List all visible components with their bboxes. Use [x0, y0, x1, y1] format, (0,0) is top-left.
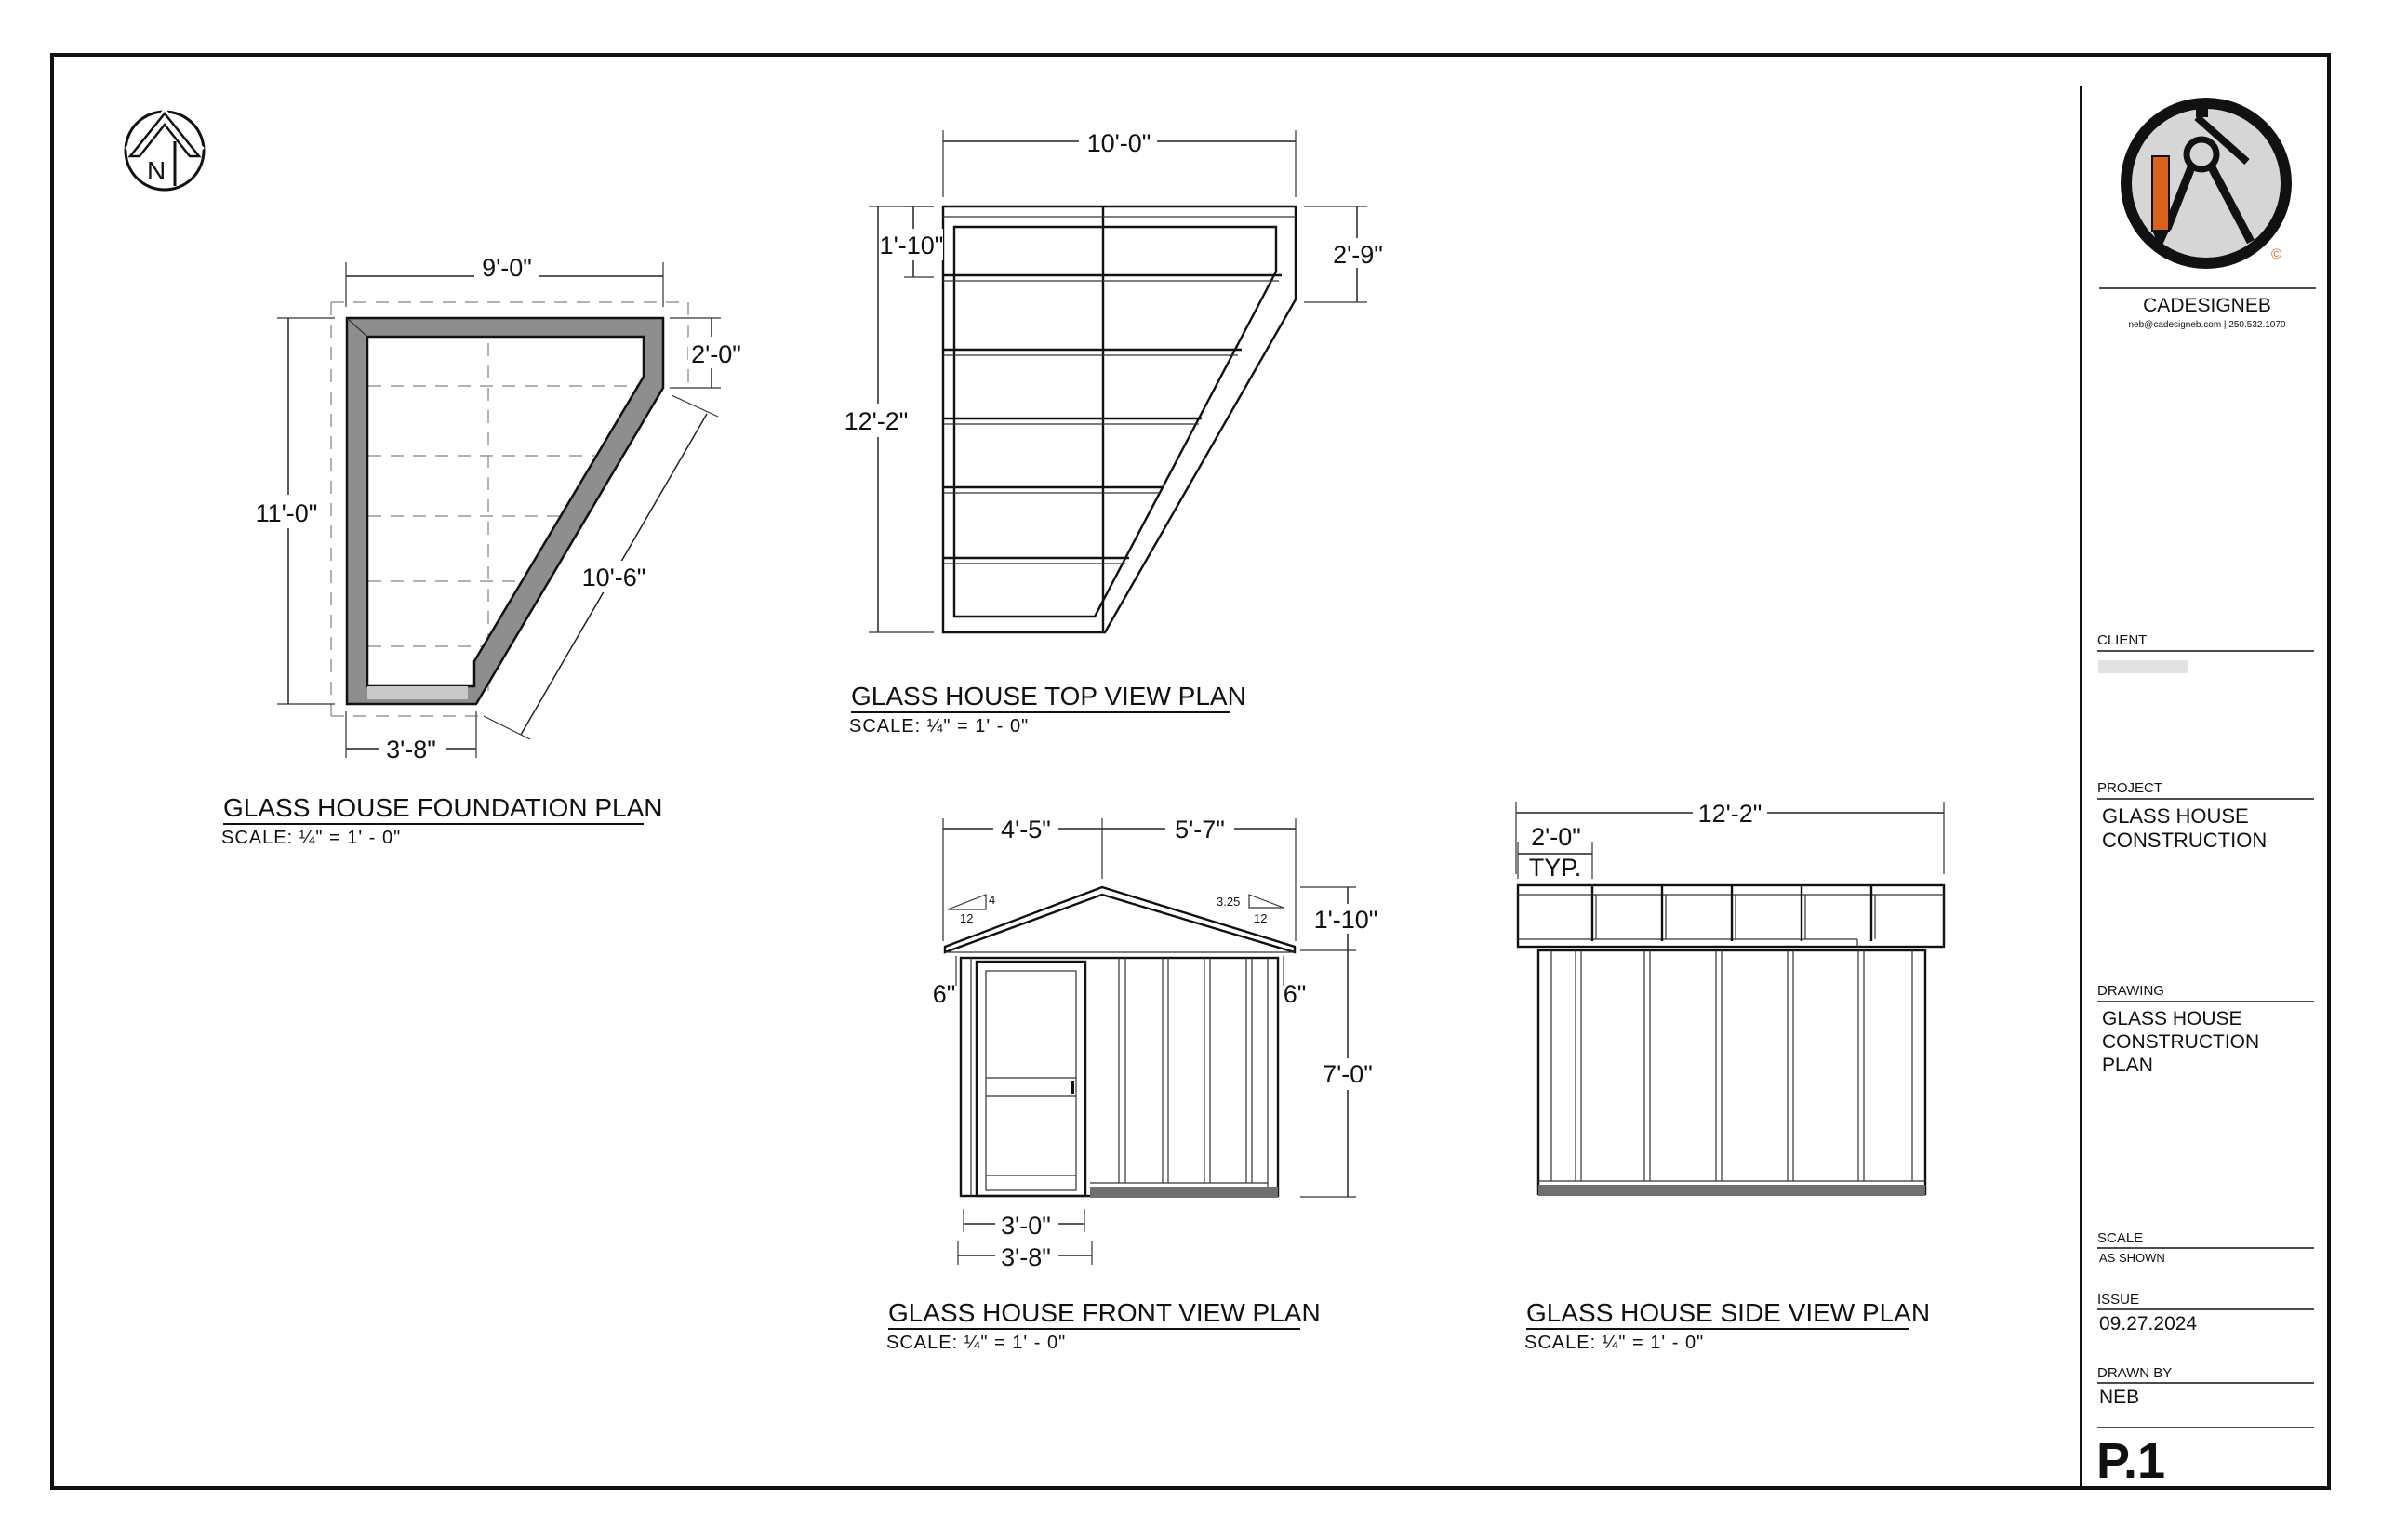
company-contact: neb@cadesigneb.com | 250.532.1070	[2129, 320, 2286, 330]
dim-top-view-right: 2'-9"	[1333, 241, 1383, 269]
north-letter: N	[147, 156, 166, 185]
dim-side-spacing-note: TYP.	[1529, 854, 1582, 882]
pitch-right: 3.25 12	[1217, 894, 1284, 925]
project-label: PROJECT	[2097, 780, 2162, 796]
scale-label: SCALE	[2097, 1230, 2143, 1246]
top-view-scale: SCALE: ¼" = 1' - 0"	[849, 716, 1029, 737]
side-sill	[1538, 1185, 1925, 1196]
top-view-outline	[941, 205, 1297, 634]
front-view-scale: SCALE: ¼" = 1' - 0"	[886, 1333, 1066, 1353]
top-view-title: GLASS HOUSE TOP VIEW PLAN	[851, 682, 1246, 710]
drawing-line-2: CONSTRUCTION	[2102, 1031, 2259, 1053]
dim-foundation-top: 9'-0"	[482, 254, 532, 282]
dim-top-view-left: 12'-2"	[845, 407, 909, 435]
front-view-plan: 4 12 3.25 12 4'-5" 5'-7" 1'-10" 7'-0" 6"	[886, 813, 1380, 1353]
client-name-redacted	[2098, 660, 2188, 673]
svg-text:12: 12	[1254, 911, 1267, 925]
drawn-by-value: NEB	[2099, 1387, 2139, 1408]
foundation-footing	[367, 686, 468, 699]
svg-text:12: 12	[960, 911, 973, 925]
sheet-number: P.1	[2096, 1433, 2165, 1489]
drawn-by-label: DRAWN BY	[2097, 1365, 2172, 1381]
scale-value: AS SHOWN	[2099, 1251, 2165, 1265]
svg-text:4: 4	[989, 893, 995, 907]
issue-label: ISSUE	[2097, 1292, 2139, 1308]
project-line-2: CONSTRUCTION	[2102, 829, 2267, 852]
dim-side-spacing: 2'-0"	[1531, 823, 1581, 851]
front-view-title: GLASS HOUSE FRONT VIEW PLAN	[888, 1298, 1321, 1327]
project-line-1: GLASS HOUSE	[2102, 804, 2249, 828]
dim-front-top-right: 5'-7"	[1175, 816, 1225, 843]
north-arrow-icon: N	[124, 108, 206, 192]
side-view-dims: 12'-2" 2'-0" TYP.	[1515, 798, 1945, 882]
side-view-scale: SCALE: ¼" = 1' - 0"	[1524, 1333, 1704, 1353]
front-sill	[1090, 1187, 1278, 1198]
side-studs	[1538, 950, 1925, 1182]
top-view-plan: 10'-0" 1'-10" 12'-2" 2'-9" GLASS HOUSE T…	[842, 126, 1388, 737]
titleblock: © CADESIGNEB neb@cadesigneb.com | 250.53…	[2096, 98, 2316, 1489]
dim-front-overhang-left: 6"	[933, 980, 956, 1008]
top-view-dims: 10'-0" 1'-10" 12'-2" 2'-9"	[842, 126, 1388, 633]
dim-front-roof-height: 1'-10"	[1314, 906, 1378, 934]
dim-top-view-top: 10'-0"	[1087, 129, 1151, 157]
dim-front-overhang-right: 6"	[1284, 980, 1307, 1008]
top-view-purlins	[943, 273, 1282, 564]
company-name: CADESIGNEB	[2143, 295, 2271, 316]
foundation-scale: SCALE: ¼" = 1' - 0"	[221, 828, 401, 848]
dim-top-view-left-top: 1'-10"	[880, 232, 944, 259]
front-studs	[1090, 958, 1268, 1184]
foundation-title: GLASS HOUSE FOUNDATION PLAN	[223, 793, 662, 822]
drawing-label: DRAWING	[2097, 983, 2164, 999]
svg-text:3.25: 3.25	[1217, 895, 1240, 909]
foundation-dims: 9'-0" 11'-0" 2'-0" 10'-6" 3'-8"	[249, 251, 746, 763]
side-roof-rafters	[1590, 885, 1876, 941]
dim-foundation-diagonal: 10'-6"	[582, 564, 646, 591]
drawing-line-3: PLAN	[2102, 1055, 2153, 1076]
dim-foundation-left: 11'-0"	[256, 499, 318, 527]
dim-front-top-left: 4'-5"	[1001, 816, 1051, 843]
logo-mark: ©	[2271, 246, 2281, 262]
front-roof	[943, 885, 1297, 954]
issue-value: 09.27.2024	[2099, 1313, 2197, 1334]
client-label: CLIENT	[2097, 632, 2147, 648]
dim-front-wall-height: 7'-0"	[1323, 1060, 1373, 1088]
sheet-border	[50, 53, 2331, 1490]
foundation-guides	[330, 301, 689, 717]
dim-front-door-opening: 3'-8"	[1001, 1243, 1051, 1271]
pitch-left: 4 12	[947, 893, 995, 925]
side-view-title: GLASS HOUSE SIDE VIEW PLAN	[1526, 1298, 1930, 1327]
company-logo: ©	[2121, 98, 2292, 269]
dim-foundation-right: 2'-0"	[691, 340, 741, 368]
front-door	[975, 960, 1087, 1198]
drawing-line-1: GLASS HOUSE	[2102, 1008, 2242, 1029]
dim-front-door: 3'-0"	[1001, 1212, 1051, 1240]
dim-foundation-bottom: 3'-8"	[386, 736, 436, 763]
foundation-plan: 9'-0" 11'-0" 2'-0" 10'-6" 3'-8" GLASS HO…	[221, 251, 746, 848]
front-view-dims: 4'-5" 5'-7" 1'-10" 7'-0" 6" 6" 3'-0" 3'-…	[933, 813, 1380, 1271]
side-view-plan: 12'-2" 2'-0" TYP. GLASS HOUSE SIDE VIEW …	[1515, 798, 1946, 1353]
dim-side-top: 12'-2"	[1698, 800, 1762, 828]
side-wall	[1536, 949, 1927, 1196]
